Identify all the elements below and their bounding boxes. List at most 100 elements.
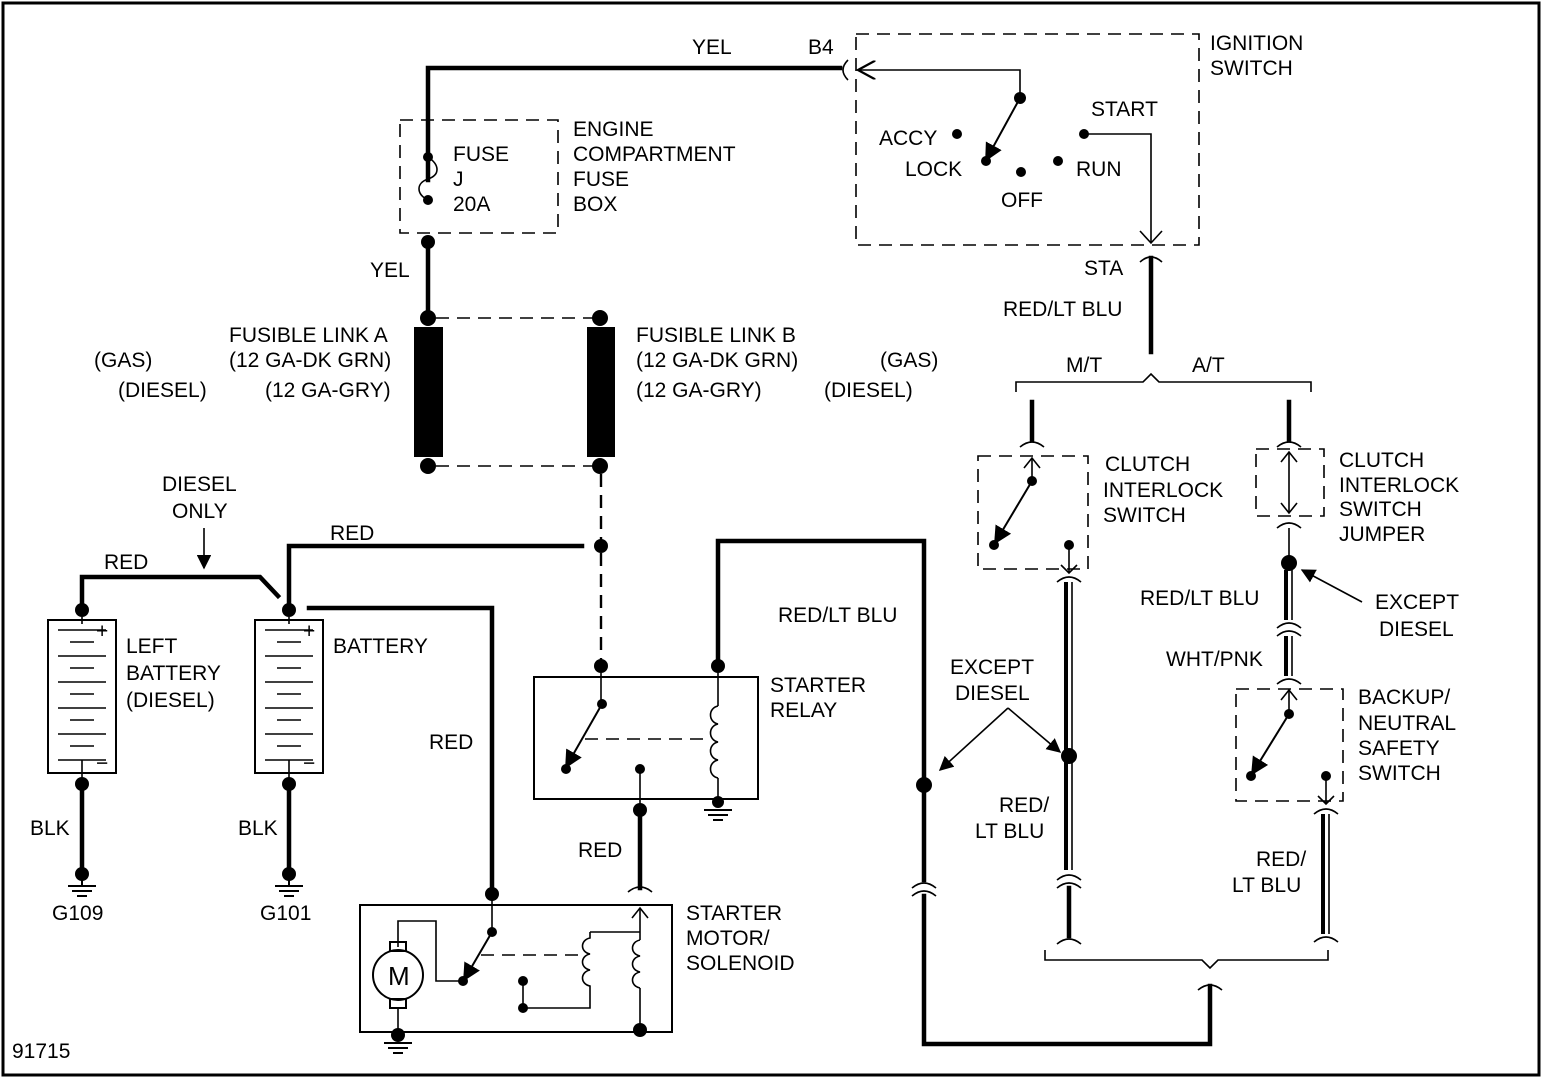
red-lt-blu-lower-mid-label-1: RED/ — [999, 794, 1049, 817]
start-label: START — [1091, 98, 1158, 121]
mt-twisted-wire — [1064, 582, 1073, 870]
at-twisted-wire-mid — [1284, 636, 1293, 676]
mt-label: M/T — [1066, 354, 1102, 377]
g101-label: G101 — [260, 902, 311, 925]
red-vertical-label: RED — [429, 731, 473, 754]
yel-wire-top — [425, 65, 843, 183]
run-label: RUN — [1076, 158, 1122, 181]
red-wire-top — [286, 543, 585, 608]
clutch-jumper-label-1: CLUTCH — [1339, 449, 1424, 472]
fusible-link-b-label-2: (12 GA-DK GRN) — [636, 349, 798, 372]
diesel-only-label-1: DIESEL — [162, 473, 237, 496]
backup-switch-label-2: NEUTRAL — [1358, 712, 1456, 735]
left-battery-label-2: BATTERY — [126, 662, 221, 685]
engine-fuse-box-label-2: COMPARTMENT — [573, 143, 736, 166]
starter-relay-label-2: RELAY — [770, 699, 837, 722]
g109-label: G109 — [52, 902, 103, 925]
clutch-interlock-switch-label-3: SWITCH — [1103, 504, 1186, 527]
battery-minus: − — [303, 752, 315, 775]
except-diesel-mid-label-2: DIESEL — [955, 682, 1030, 705]
b4-connector: B4 — [808, 36, 849, 81]
starter-relay-label-1: STARTER — [770, 674, 866, 697]
diagram-id: 91715 — [12, 1040, 70, 1063]
fusible-link-a-label-3: (12 GA-GRY) — [265, 379, 391, 402]
red-lt-blu-right-label: RED/LT BLU — [1140, 587, 1259, 610]
backup-switch-label-3: SAFETY — [1358, 737, 1440, 760]
fusible-link-b-label-1: FUSIBLE LINK B — [636, 324, 796, 347]
clutch-jumper-label-2: INTERLOCK — [1339, 474, 1459, 497]
red-wire-left — [79, 574, 282, 608]
engine-fuse-box: FUSE J 20A ENGINE COMPARTMENT FUSE BOX — [399, 118, 736, 234]
backup-neutral-safety-switch: BACKUP/ NEUTRAL SAFETY SWITCH — [1235, 686, 1456, 806]
ground-g109: G109 — [52, 867, 103, 925]
backup-switch-label-1: BACKUP/ — [1358, 686, 1450, 709]
engine-fuse-box-label-3: FUSE — [573, 168, 629, 191]
bottom-brace — [1044, 950, 1329, 970]
red-top-label: RED — [330, 522, 374, 545]
battery: + − BATTERY — [254, 603, 428, 791]
red-left-label: RED — [104, 551, 148, 574]
red-wire-starter — [306, 605, 495, 891]
diesel-left-label: (DIESEL) — [118, 379, 207, 402]
starter-motor-label-1: STARTER — [686, 902, 782, 925]
left-battery-minus: − — [96, 752, 108, 775]
left-battery-label-1: LEFT — [126, 635, 178, 658]
red-lt-blu-lower-mid-label-2: LT BLU — [975, 820, 1044, 843]
fusible-link-b-label-3: (12 GA-GRY) — [636, 379, 762, 402]
battery-plus: + — [303, 620, 315, 643]
starter-motor-solenoid: M STARTER MOTOR/ SOLENOID — [359, 887, 795, 1054]
red-relay-label: RED — [578, 839, 622, 862]
starter-motor-label-3: SOLENOID — [686, 952, 795, 975]
red-lt-blu-lower-right-label-2: LT BLU — [1232, 874, 1301, 897]
fuse-label-1: FUSE — [453, 143, 509, 166]
clutch-jumper-label-3: SWITCH — [1339, 498, 1422, 521]
yel-top-label: YEL — [692, 36, 732, 59]
backup-switch-label-4: SWITCH — [1358, 762, 1441, 785]
fusible-link-a-label-2: (12 GA-DK GRN) — [229, 349, 391, 372]
engine-fuse-box-label-1: ENGINE — [573, 118, 654, 141]
fuse-label-3: 20A — [453, 193, 490, 216]
fusible-link-a — [414, 327, 443, 457]
sta-label: STA — [1084, 257, 1123, 280]
motor-m-label: M — [388, 961, 410, 991]
backup-twisted-wire — [1321, 814, 1330, 934]
battery-label: BATTERY — [333, 635, 428, 658]
red-lt-blu-sta-label: RED/LT BLU — [1003, 298, 1122, 321]
wht-pnk-label: WHT/PNK — [1166, 648, 1263, 671]
ignition-switch-label-2: SWITCH — [1210, 57, 1293, 80]
at-label: A/T — [1192, 354, 1225, 377]
left-battery-label-3: (DIESEL) — [126, 689, 215, 712]
fusible-link-b — [587, 327, 615, 457]
except-diesel-right-label-2: DIESEL — [1379, 618, 1454, 641]
fusible-links: FUSIBLE LINK A (12 GA-DK GRN) (12 GA-GRY… — [94, 310, 938, 474]
yel-mid-label: YEL — [370, 259, 410, 282]
at-twisted-wire-upper — [1284, 570, 1293, 620]
b4-label: B4 — [808, 36, 834, 59]
red-lt-blu-lower-right-label-1: RED/ — [1256, 848, 1306, 871]
accy-label: ACCY — [879, 127, 937, 150]
fusible-link-a-label-1: FUSIBLE LINK A — [229, 324, 388, 347]
starter-motor-label-2: MOTOR/ — [686, 927, 770, 950]
off-label: OFF — [1001, 189, 1043, 212]
red-lt-blu-mid-label: RED/LT BLU — [778, 604, 897, 627]
gas-right-label: (GAS) — [880, 349, 938, 372]
diesel-right-label: (DIESEL) — [824, 379, 913, 402]
red-lt-blu-wire-relay — [715, 538, 927, 781]
engine-fuse-box-label-4: BOX — [573, 193, 617, 216]
bottom-return-wire — [921, 893, 1213, 1047]
left-battery-plus: + — [96, 620, 108, 643]
lock-label: LOCK — [905, 158, 962, 181]
except-diesel-mid-label-1: EXCEPT — [950, 656, 1034, 679]
gas-left-label: (GAS) — [94, 349, 152, 372]
ground-g101: G101 — [260, 867, 311, 925]
except-diesel-right-label-1: EXCEPT — [1375, 591, 1459, 614]
blk-left-label: BLK — [30, 817, 70, 840]
left-battery: + − LEFT BATTERY (DIESEL) — [47, 603, 221, 791]
clutch-jumper-label-4: JUMPER — [1339, 523, 1425, 546]
ignition-switch-label-1: IGNITION — [1210, 32, 1303, 55]
clutch-interlock-switch-label-1: CLUTCH — [1105, 453, 1190, 476]
diesel-only-label-2: ONLY — [172, 500, 228, 523]
fuse-label-2: J — [453, 168, 464, 191]
